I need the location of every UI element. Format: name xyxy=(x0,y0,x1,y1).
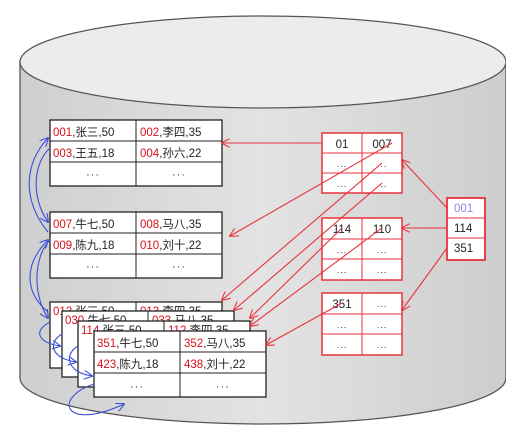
link-arrow xyxy=(28,138,48,233)
ellipsis-cell: ··· xyxy=(172,169,186,181)
record-cell: 002,李四,35 xyxy=(140,125,201,139)
ellipsis-cell: ··· xyxy=(130,381,144,393)
index-key: 01 xyxy=(336,139,349,151)
ellipsis-cell: ··· xyxy=(172,261,186,273)
data-page-2: 007,牛七,50 008,马八,35 009,陈九,18 010,刘十,22 … xyxy=(49,211,223,279)
ellipsis-cell: ··· xyxy=(86,169,100,181)
pointer-arrow xyxy=(266,302,343,345)
ellipsis-cell: ... xyxy=(377,265,388,275)
pointer-arrow xyxy=(250,227,343,318)
ellipsis-cell: ... xyxy=(377,299,388,309)
index-key: 110 xyxy=(373,224,391,236)
link-arrow xyxy=(68,383,124,416)
record-cell: 004,孙六,22 xyxy=(140,147,201,160)
data-page-1: 001,张三,50 002,李四,35 003,王五,18 004,孙六,22 … xyxy=(49,119,223,187)
ellipsis-cell: ... xyxy=(377,159,388,169)
pointer-arrow xyxy=(234,182,383,310)
record-cell: 010,刘十,22 xyxy=(140,238,201,252)
data-page-3: 351,牛七,50 352,马八,35 423,陈九,18 438,刘十,22 … xyxy=(93,330,267,398)
root-node: 001 114 351 xyxy=(446,197,486,261)
link-arrow xyxy=(29,240,48,313)
ellipsis-cell: ··· xyxy=(86,261,100,273)
ellipsis-cell: ... xyxy=(377,320,388,330)
ellipsis-cell: ... xyxy=(377,340,388,350)
ellipsis-cell: ... xyxy=(377,245,388,255)
record-cell: 351,牛七,50 xyxy=(97,336,158,350)
ellipsis-cell: ... xyxy=(337,340,348,350)
pointer-arrow xyxy=(250,227,383,326)
record-cell: 003,王五,18 xyxy=(53,148,114,160)
ellipsis-cell: ... xyxy=(337,265,348,275)
ellipsis-cell: ··· xyxy=(216,381,230,393)
root-key: 351 xyxy=(454,243,473,255)
page-links xyxy=(28,138,124,416)
root-key: 114 xyxy=(454,223,473,235)
pointer-arrow xyxy=(230,142,393,236)
ellipsis-cell: ... xyxy=(337,245,348,255)
index-node-3: 351 ... ... ... ... ... xyxy=(321,292,403,356)
root-key: 001 xyxy=(454,203,473,215)
ellipsis-cell: ... xyxy=(377,179,388,189)
pointer-arrow xyxy=(222,162,383,300)
record-cell: 009,陈九,18 xyxy=(53,238,114,252)
index-key: 007 xyxy=(372,139,391,151)
index-node-2: 114 110 ... ... ... ... xyxy=(321,217,403,281)
link-arrow xyxy=(35,147,51,222)
index-node-1: 01 007 ... ... ... ... xyxy=(321,132,403,194)
pointer-arrow xyxy=(402,160,448,209)
index-key: 351 xyxy=(332,299,351,311)
ellipsis-cell: ... xyxy=(337,320,348,330)
record-cell: 423,陈九,18 xyxy=(97,357,158,371)
cylinder-top xyxy=(19,15,506,109)
ellipsis-cell: ... xyxy=(337,179,348,189)
record-cell: 352,马八,35 xyxy=(184,337,245,350)
record-cell: 008,马八,35 xyxy=(140,218,201,231)
record-cell: 438,刘十,22 xyxy=(184,357,245,371)
index-pointers xyxy=(222,142,448,345)
pointer-arrow xyxy=(402,247,448,310)
record-cell: 007,牛七,50 xyxy=(53,217,114,231)
link-arrow xyxy=(68,345,92,376)
record-cell: 001,张三,50 xyxy=(53,126,114,139)
link-arrow xyxy=(52,333,76,362)
ellipsis-cell: ... xyxy=(337,159,348,169)
link-arrow xyxy=(39,321,60,346)
